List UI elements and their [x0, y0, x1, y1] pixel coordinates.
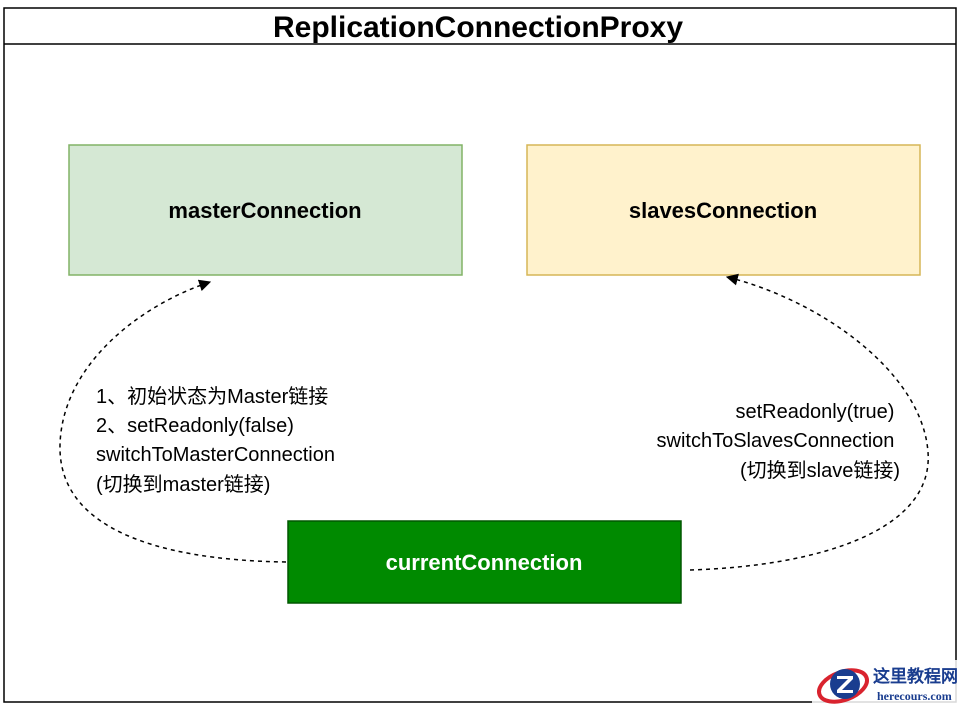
- annotation-line: switchToMasterConnection: [96, 444, 335, 466]
- annotation-line: 1、初始状态为Master链接: [96, 385, 328, 408]
- watermark-site-url: herecours.com: [877, 689, 952, 703]
- watermark-site-name: 这里教程网: [873, 666, 958, 687]
- current-connection-box: [288, 521, 681, 603]
- master-connection-node: masterConnection: [68, 144, 463, 276]
- edge-current-to-master: 1、初始状态为Master链接 2、setReadonly(false) swi…: [59, 279, 341, 563]
- current-connection-label: currentConnection: [386, 550, 583, 575]
- edge-current-to-slaves-annotation: setReadonly(true) switchToSlavesConnecti…: [657, 401, 900, 482]
- annotation-line: 2、setReadonly(false): [96, 415, 294, 437]
- annotation-line: (切换到master链接): [96, 473, 270, 496]
- annotation-line: switchToSlavesConnection: [657, 430, 895, 452]
- z-logo-icon: [817, 668, 869, 704]
- edge-current-to-master-line: [59, 279, 287, 563]
- master-connection-box: [69, 145, 462, 275]
- logo-z-glyph: [837, 676, 853, 693]
- current-connection-node: currentConnection: [287, 520, 682, 604]
- edge-current-to-slaves: setReadonly(true) switchToSlavesConnecti…: [657, 273, 929, 571]
- slaves-connection-border: [526, 144, 921, 276]
- current-connection-border: [287, 520, 682, 604]
- watermark: 这里教程网 herecours.com: [812, 660, 962, 704]
- slaves-connection-node: slavesConnection: [526, 144, 921, 276]
- master-connection-label: masterConnection: [168, 198, 361, 223]
- slaves-connection-box: [527, 145, 920, 275]
- container-title: ReplicationConnectionProxy: [273, 11, 683, 44]
- annotation-line: setReadonly(true): [735, 401, 894, 423]
- edge-current-to-master-annotation: 1、初始状态为Master链接 2、setReadonly(false) swi…: [96, 385, 341, 496]
- master-connection-border: [68, 144, 463, 276]
- annotation-line: (切换到slave链接): [740, 459, 900, 482]
- slaves-connection-label: slavesConnection: [629, 198, 817, 223]
- edge-current-to-slaves-line: [689, 273, 929, 571]
